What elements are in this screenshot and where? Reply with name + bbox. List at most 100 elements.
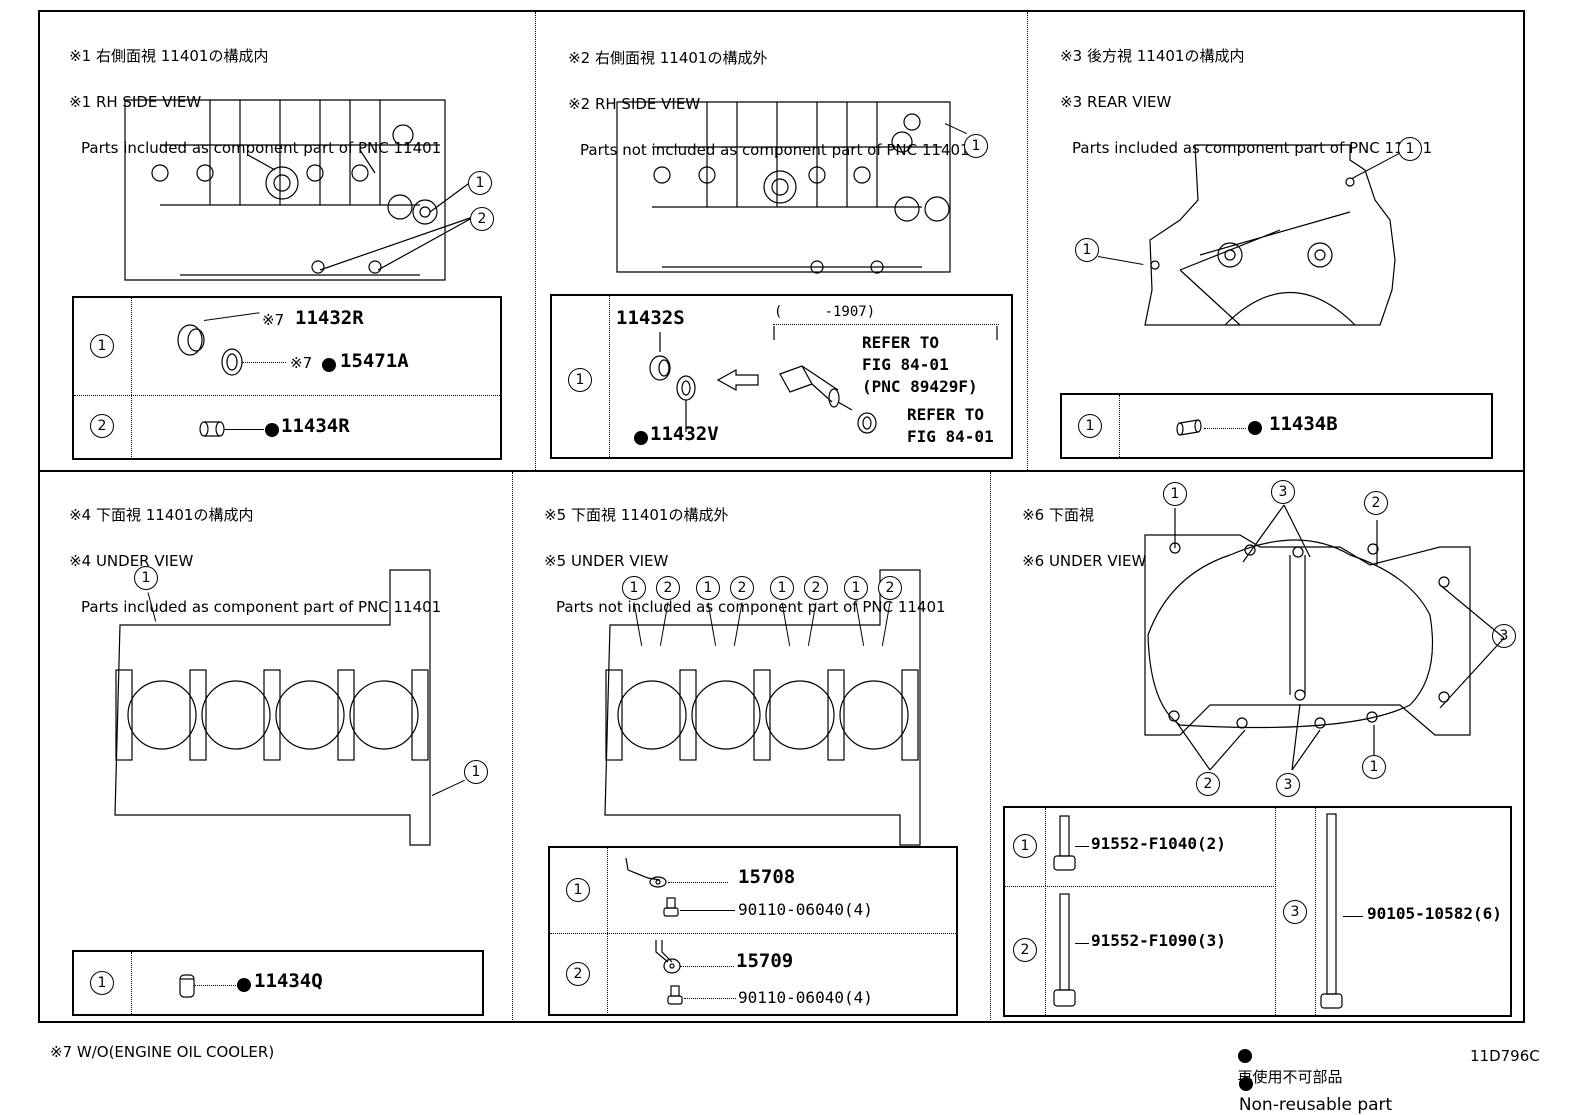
part-number: 11432R [295,307,364,329]
engine-block-rear-drawing [1144,144,1396,326]
bolt-icon [1053,815,1076,871]
leader-line [1075,846,1089,847]
parts-table: 1 11434Q [72,950,484,1016]
cylinder-bore [275,680,345,750]
index-badge: 1 [1078,414,1102,438]
callout-leaders [319,183,473,271]
title-jp: ※3 後方視 11401の構成内 [1060,47,1245,65]
table-row: 3 90105-10582(6) [1275,808,1510,1015]
title-en: ※3 REAR VIEW [1060,93,1172,111]
leader-line [684,998,736,999]
title-jp: ※5 下面視 11401の構成外 [544,506,729,524]
part-number: 91552-F1040(2) [1091,834,1226,853]
cylinder-bore [127,680,197,750]
callout-1: 1 [844,576,868,600]
parts-table: 1 15708 90110-06040(4) 2 15709 [548,846,958,1016]
diagram-frame [38,10,1525,1023]
refer-note: REFER TO FIG 84-01 (PNC 89429F) [862,333,978,396]
callout-1: 1 [964,134,988,158]
mark-note: ※7 [262,311,285,329]
cylinder-bore [617,680,687,750]
title-jp: ※6 下面視 [1022,506,1094,524]
table-row: 2 91552-F1090(3) [1005,886,1276,1015]
table-row: 1 91552-F1040(2) [1005,808,1276,887]
leader-line [194,985,236,986]
callout-2: 2 [1196,772,1220,796]
non-reusable-dot-icon [322,358,336,372]
main-bearing-cap [827,669,845,761]
plug-and-gasket-icon [649,332,759,432]
main-bearing-cap [263,669,281,761]
leader-line [224,429,264,430]
main-bearing-cap [753,669,771,761]
bolt-icon [1320,813,1343,1009]
legend-en-text: Non-reusable part [1238,1095,1393,1115]
non-reusable-dot-icon [237,978,251,992]
callout-2: 2 [1364,491,1388,515]
index-badge: 3 [1283,900,1307,924]
main-bearing-cap [901,669,919,761]
panel-title: ※4 下面視 11401の構成内 ※4 UNDER VIEW Parts inc… [50,481,441,665]
figure-id: 11D796C [1470,1047,1540,1065]
refer-note: REFER TO FIG 84-01 [907,405,994,446]
part-number: 90105-10582(6) [1367,904,1502,923]
engine-block-under-drawing [604,569,921,846]
non-reusable-dot-icon [1237,1049,1252,1063]
part-number: 11434R [281,415,350,437]
panel-title: ※2 右側面視 11401の構成外 ※2 RH SIDE VIEW Parts … [549,24,970,208]
main-bearing-cap [411,669,429,761]
callout-leaders [1174,504,1505,771]
col-divider [990,472,991,1022]
leader-line [680,910,735,911]
table-row: 1 11432S ( -1907) REFER TO FIG 84-01 [552,296,1011,457]
index-badge: 1 [568,368,592,392]
parts-table: 1 11434B [1060,393,1493,459]
index-badge: 1 [1013,834,1037,858]
leader-line [668,882,728,883]
index-badge: 1 [566,878,590,902]
oil-jet-icon [625,857,667,888]
part-number: 11434Q [254,970,323,992]
title-jp: ※1 右側面視 11401の構成内 [69,47,269,65]
cylinder-bore [765,680,835,750]
panel-title: ※6 下面視 ※6 UNDER VIEW [1003,481,1146,596]
part-number: 15471A [340,350,409,372]
leader-line [680,966,734,967]
main-bearing-cap [679,669,697,761]
dowel-pin-icon [199,421,225,437]
title-jp: ※4 下面視 11401の構成内 [69,506,254,524]
dowel-pin-icon [1176,419,1202,436]
callout-2: 2 [878,576,902,600]
callout-1: 1 [696,576,720,600]
parts-table: 1 91552-F1040(2) 2 91552-F1090(3) 3 [1003,806,1512,1017]
callout-1: 1 [468,171,492,195]
table-row: 2 11434R [74,395,500,459]
leader-line [1204,428,1246,429]
title-desc: Parts not included as component part of … [580,141,970,159]
non-reusable-dot-icon [265,423,279,437]
bolt-icon [667,985,683,1005]
oil-pan-bolt-pattern-drawing [1144,534,1471,736]
table-row: 1 ※7 11432R ※7 15471A [74,298,500,395]
range-bracket [773,324,999,325]
cylinder-bore [349,680,419,750]
main-bearing-cap [115,669,133,761]
cylinder-bore [201,680,271,750]
oil-jet-icon [655,940,681,974]
col-divider [512,472,513,1022]
callout-1: 1 [770,576,794,600]
title-en: ※1 RH SIDE VIEW [69,93,202,111]
callout-2: 2 [656,576,680,600]
panel-title: ※5 下面視 11401の構成外 ※5 UNDER VIEW Parts not… [525,481,945,665]
part-number: 11432V [650,423,719,445]
bolt-icon [1053,893,1076,1007]
index-cell: 1 [552,296,610,457]
index-cell: 1 [74,298,132,395]
cylinder-bore [839,680,909,750]
leader-line [1343,916,1363,917]
part-number: 15708 [738,866,796,888]
title-desc: Parts included as component part of PNC … [81,598,442,616]
title-en: ※2 RH SIDE VIEW [568,95,701,113]
parts-table: 1 ※7 11432R ※7 15471A 2 11434R [72,296,502,460]
mark-note: ※7 [290,354,313,372]
